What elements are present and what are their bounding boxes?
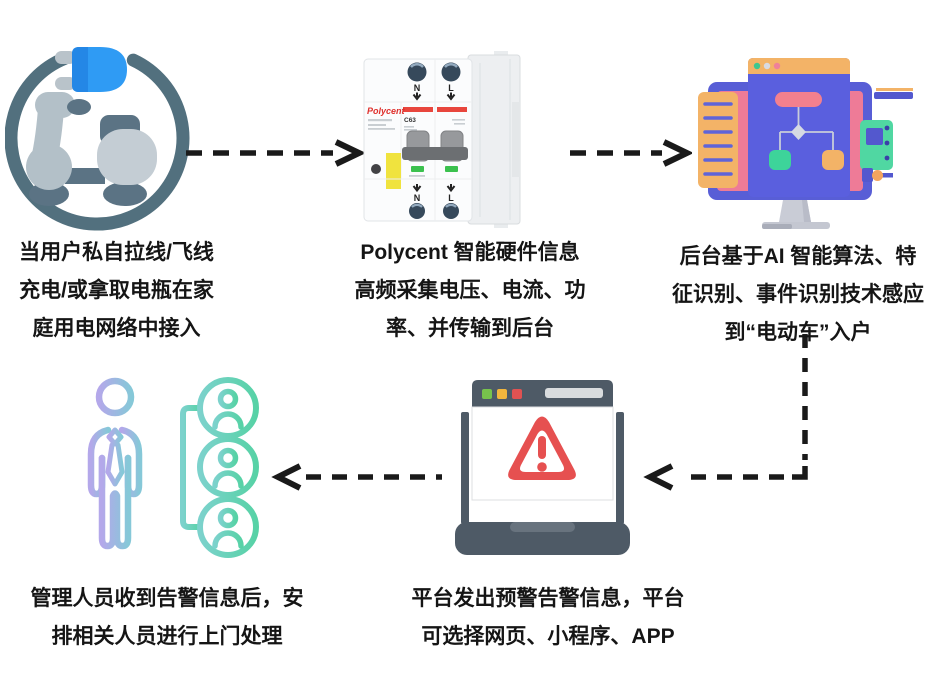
arrow-head-left [271, 463, 302, 491]
caption-line: 高频采集电压、电流、功 [354, 279, 586, 302]
caption-line: 充电/或拿取电瓶在家 [19, 279, 214, 302]
caption-line: 到“电动车”入户 [724, 321, 872, 344]
charging-plug-icon [55, 47, 127, 92]
window-dot-green [753, 62, 761, 70]
admin-team-icon [87, 377, 259, 558]
caption-step-4: 平台发出预警告警信息，平台 可选择网页、小程序、APP [385, 580, 711, 656]
platform-alert-laptop-icon [455, 380, 630, 555]
electric-scooter-charging-icon [5, 47, 190, 231]
team-member-icon [197, 377, 259, 439]
breaker-bottom-terminals: N L [364, 178, 472, 221]
browser-dot-green [482, 389, 492, 399]
warning-triangle-icon [508, 416, 576, 480]
browser-dot-yellow [497, 389, 507, 399]
monitor-stand [762, 200, 830, 229]
terminal-label-top-n: N [414, 83, 421, 93]
caption-line: 平台发出预警告警信息，平台 [411, 587, 685, 610]
window-dot-pink [773, 62, 781, 70]
breaker-side-panel [467, 51, 521, 228]
list-panel [698, 92, 738, 188]
team-member-icon [197, 496, 259, 558]
arrow-head-left [643, 463, 674, 491]
laptop-screen-frame [455, 412, 630, 555]
caption-line: 征识别、事件识别技术感应 [672, 283, 924, 306]
breaker-face: Polycent C63 [367, 102, 468, 189]
connector-step3-to-step4 [643, 334, 808, 491]
ai-analysis-computer-icon [698, 58, 913, 229]
caption-step-3: 后台基于AI 智能算法、特 征识别、事件识别技术感应 到“电动车”入户 [651, 238, 944, 352]
arrow-step1-to-step2 [186, 139, 365, 167]
terminal-label-bottom-l: L [448, 193, 454, 203]
team-org-chart-icon [162, 377, 259, 558]
manager-person-icon [87, 377, 143, 550]
side-widgets [862, 88, 913, 182]
chip-module [860, 120, 893, 170]
caption-line: 排相关人员进行上门处理 [51, 625, 283, 648]
browser-header [472, 380, 613, 407]
caption-line: Polycent 智能硬件信息 [360, 241, 580, 264]
browser-address-bar [545, 388, 603, 398]
browser-dot-red [512, 389, 522, 399]
scooter-circle-ring [5, 51, 190, 231]
breaker-toggle-bar [402, 147, 468, 160]
breaker-top-terminals: N L [364, 59, 472, 103]
arrow-step2-to-step3 [570, 139, 692, 167]
breaker-brand-logo: Polycent [367, 106, 406, 116]
caption-line: 可选择网页、小程序、APP [421, 625, 675, 648]
window-dot-gray [763, 62, 771, 70]
caption-step-5: 管理人员收到告警信息后，安 排相关人员进行上门处理 [4, 580, 330, 656]
breaker-rating-label: C63 [404, 117, 416, 124]
caption-line: 庭用电网络中接入 [32, 317, 201, 340]
laptop-base [455, 522, 630, 555]
terminal-label-bottom-n: N [414, 193, 421, 203]
terminal-label-top-l: L [448, 83, 454, 93]
breaker-test-button [371, 164, 381, 174]
caption-step-2: Polycent 智能硬件信息 高频采集电压、电流、功 率、并传输到后台 [345, 234, 595, 348]
team-member-icon [197, 436, 259, 498]
breaker-yellow-sticker [386, 153, 401, 189]
caption-step-1: 当用户私自拉线/飞线 充电/或拿取电瓶在家 庭用电网络中接入 [0, 234, 233, 348]
arrow-head-right [334, 139, 365, 167]
arrow-head-right [662, 139, 692, 167]
window-titlebar [748, 58, 850, 74]
flowchart-graphic [769, 92, 844, 170]
arrow-step4-to-step5 [271, 463, 442, 491]
caption-line: 率、并传输到后台 [386, 317, 554, 340]
caption-line: 后台基于AI 智能算法、特 [679, 245, 917, 268]
caption-line: 当用户私自拉线/飞线 [19, 241, 214, 264]
scooter-body [26, 92, 157, 206]
polycent-smart-breaker-icon: N L Polycent C63 [363, 51, 521, 228]
caption-line: 管理人员收到告警信息后，安 [30, 587, 304, 610]
browser-window [471, 380, 614, 501]
flowchart-window [748, 58, 850, 197]
